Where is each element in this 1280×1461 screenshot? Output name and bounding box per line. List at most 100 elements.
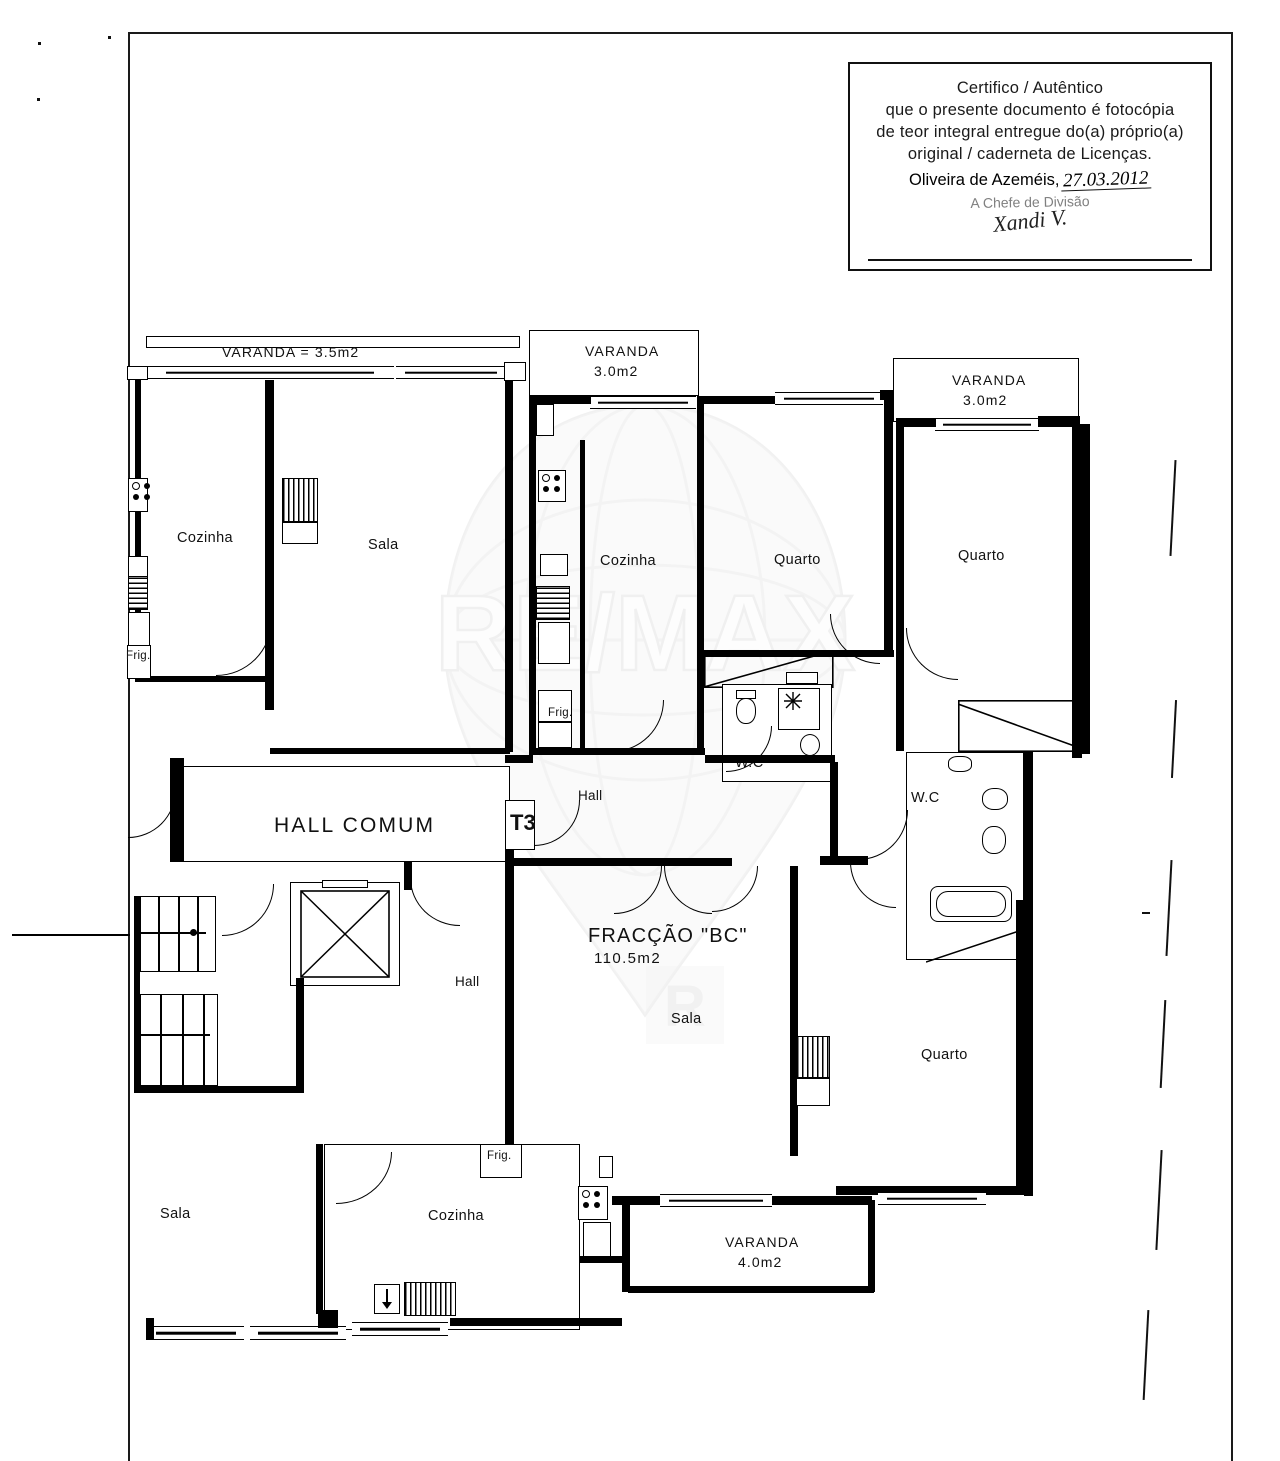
- bottom-window-1: [148, 1326, 244, 1340]
- bc-sala-right-wall: [790, 866, 798, 1156]
- varanda-center-box: [529, 330, 699, 396]
- shelf-center: [786, 672, 818, 684]
- stove-icon-center-kitchen: [538, 470, 566, 502]
- quarto-center-label: Quarto: [774, 552, 821, 568]
- door-left-kitchen: [216, 620, 272, 676]
- left-apartment-right-wall: [505, 380, 513, 752]
- cabinet-left-sala: [282, 522, 318, 544]
- elevator-door-sill: [322, 880, 368, 888]
- t3-door-frame: [505, 800, 535, 850]
- stairwell-bottom-wall: [134, 1086, 304, 1093]
- stamp-underline: [868, 259, 1192, 261]
- varanda-bottom-right-wall: [868, 1200, 875, 1292]
- stove-icon-bc-kitchen: [578, 1186, 608, 1220]
- cozinha-bottom-label: Cozinha: [428, 1208, 484, 1224]
- frig-center-label: Frig.: [548, 707, 573, 719]
- wc-right-diagonal-wall: [926, 929, 1023, 963]
- varanda-right-box: [893, 358, 1079, 422]
- scan-speck: [37, 98, 40, 101]
- varanda-center-window: [590, 396, 696, 409]
- elevator-icon: [300, 890, 390, 978]
- stair-newel-post: [190, 929, 197, 936]
- unit-type-badge-t3: T3: [510, 810, 536, 835]
- stamp-line-3: de teor integral entregue do(a) próprio(…: [876, 122, 1184, 141]
- sala-bc-label: Sala: [671, 1011, 702, 1027]
- door-lobby-right: [410, 878, 460, 926]
- certification-stamp: Certifico / Autêntico que o presente doc…: [848, 62, 1212, 271]
- bc-right-envelope: [1024, 752, 1033, 1196]
- sink-icon-left-kitchen: [128, 556, 148, 578]
- svg-text:R: R: [664, 974, 706, 1039]
- fold-mark: [1142, 1310, 1150, 1400]
- wc-right-room: [906, 752, 1024, 960]
- sala-left-label: Sala: [368, 537, 399, 553]
- left-apartment-kitchen-bottom-wall: [135, 676, 270, 682]
- wc-right-label: W.C: [911, 790, 940, 806]
- left-apartment-partition: [135, 380, 141, 680]
- stair-tread: [182, 994, 184, 1086]
- bottom-envelope-wall-3: [318, 1310, 338, 1328]
- varanda-left-outer-wall: [146, 336, 520, 348]
- fold-mark: [1165, 860, 1173, 956]
- center-kitchen-right-wall: [697, 404, 704, 754]
- right-apt-top-wall: [896, 418, 936, 427]
- frig-left-label: Frig.: [126, 650, 151, 662]
- stamp-line-2: que o presente documento é fotocópia: [885, 100, 1175, 119]
- bc-hall-bottom-wall: [510, 858, 732, 866]
- varanda-left-label: VARANDA = 3.5m2: [222, 344, 360, 360]
- cabinet-center-kitchen-2: [538, 722, 572, 748]
- bc-hall-bottom-wall-2: [820, 856, 868, 865]
- remax-registered-mark: R: [646, 966, 724, 1044]
- center-apt-top-wall-2: [697, 396, 775, 404]
- quarto-right-right-wall: [1072, 424, 1082, 758]
- bottom-envelope-wall: [146, 1318, 154, 1340]
- bidet-icon-right-wc: [948, 756, 972, 772]
- quarto-center-window: [775, 392, 883, 405]
- varanda-right-label: VARANDA: [952, 372, 1027, 388]
- door-hall-comum-left: [128, 790, 176, 838]
- quarto-center-right-wall: [884, 400, 893, 650]
- fridge-center-kitchen: [538, 690, 572, 722]
- bc-hall-top-wall: [505, 755, 533, 763]
- fraction-name-label: FRACÇÃO "BC": [588, 925, 748, 947]
- fraction-area-label: 110.5m2: [594, 950, 662, 967]
- hall-comum-outer-wall: [170, 758, 184, 862]
- stair-tread: [197, 896, 199, 972]
- varanda-bottom-left-wall: [622, 1196, 630, 1292]
- page-frame-top-border: [128, 32, 1233, 34]
- counter-bc-kitchen: [583, 1222, 611, 1260]
- cozinha-center-label: Cozinha: [600, 553, 656, 569]
- cabinet-center-kitchen: [538, 622, 570, 664]
- sala-bottom-left-label: Sala: [160, 1206, 191, 1222]
- varanda-bottom-window: [660, 1194, 772, 1207]
- stove-icon-left-kitchen: [128, 478, 148, 512]
- bc-hall-right-wall: [830, 762, 838, 860]
- bottom-envelope-wall-2: [450, 1318, 622, 1326]
- toilet-icon-center-wc: [736, 698, 756, 724]
- door-bc-sala-1: [614, 866, 662, 914]
- toilet-icon-right-wc: [982, 826, 1006, 854]
- stairs-lower-flight: [140, 994, 218, 1086]
- center-kitchen-niche: [536, 404, 554, 436]
- closet-left-sala: [282, 478, 318, 522]
- hall-lobby-label: Hall: [455, 974, 480, 989]
- hall-bc-label: Hall: [578, 788, 603, 803]
- bc-quarto-right-wall: [1016, 900, 1025, 1192]
- bottom-window-3: [352, 1322, 448, 1336]
- scan-speck: [38, 42, 41, 45]
- bc-hall-top-wall-2: [705, 755, 835, 763]
- quarto-right-left-wall: [896, 427, 904, 751]
- fridge-bc-kitchen: [480, 1144, 522, 1178]
- door-stairwell: [222, 884, 274, 936]
- left-apartment-top-wall: [127, 366, 148, 380]
- fold-mark: [1155, 1150, 1163, 1250]
- center-kitchen-inner-wall: [580, 440, 585, 752]
- sink-icon-center-kitchen: [540, 554, 568, 576]
- counter-left-kitchen: [128, 576, 148, 610]
- lobby-partition-wall: [404, 862, 412, 890]
- bc-quarto-window: [878, 1192, 986, 1205]
- bottom-window-2: [250, 1326, 346, 1340]
- varanda-center-label: VARANDA: [585, 343, 660, 359]
- door-bc-sala-3: [712, 866, 758, 912]
